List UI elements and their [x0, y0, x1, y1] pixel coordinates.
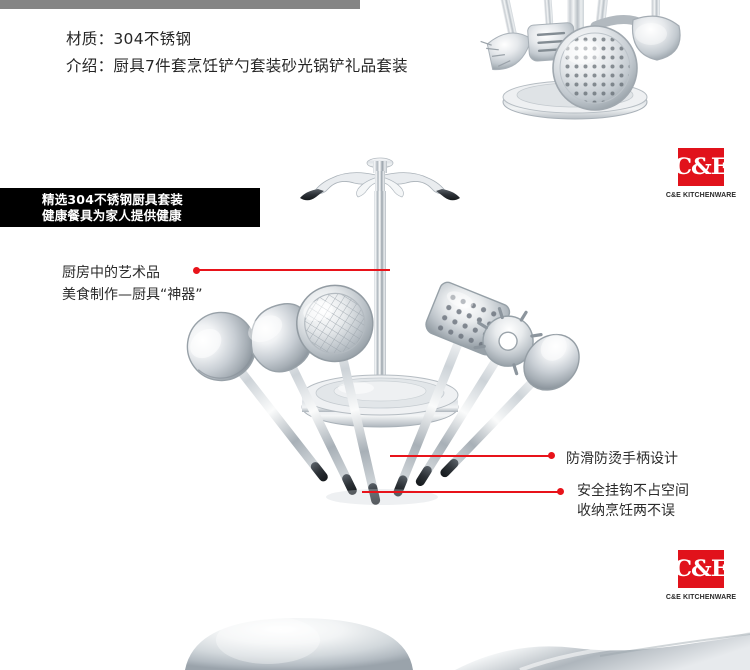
- brand-mark-icon-bottom: C&E: [674, 550, 729, 588]
- brand-mark-text: C&E: [674, 154, 729, 180]
- brand-logo-bottom: C&E C&E KITCHENWARE: [657, 550, 745, 601]
- leader-line-handle: [390, 455, 550, 457]
- brand-caption-bottom: C&E KITCHENWARE: [665, 594, 737, 601]
- stand-base: [301, 374, 459, 428]
- banner-line-2: 健康餐具为家人提供健康: [42, 207, 182, 223]
- leader-dot-hook: [557, 488, 564, 495]
- utensil-mesh-skimmer: [296, 284, 381, 505]
- stand-hooks: [300, 157, 460, 201]
- leader-line-hook: [362, 491, 560, 493]
- brand-mark-icon: C&E: [674, 148, 729, 186]
- leader-line-stand: [197, 269, 390, 271]
- stand-pole: [374, 191, 386, 405]
- brand-mark-text-bottom: C&E: [674, 556, 729, 582]
- utensil-slotted-turner: [393, 281, 511, 497]
- spec-intro-line: 介绍：厨具7件套烹饪铲勺套装砂光锅铲礼品套装: [66, 57, 408, 75]
- annotation-left-line-1: 厨房中的艺术品: [62, 265, 160, 281]
- highlight-banner: 精选304不锈钢厨具套装 健康餐具为家人提供健康: [0, 188, 260, 227]
- product-photo-bottom: [0, 600, 750, 670]
- annotation-hook-line-2: 收纳烹饪两不误: [577, 503, 675, 519]
- banner-line-1: 精选304不锈钢厨具套装: [42, 191, 183, 207]
- brand-logo-top: C&E C&E KITCHENWARE: [657, 148, 745, 199]
- leader-dot-handle: [548, 452, 555, 459]
- utensil-wok-spatula: [248, 303, 357, 495]
- product-spec-block: 材质：304不锈钢 介绍：厨具7件套烹饪铲勺套装砂光锅铲礼品套装: [66, 26, 496, 80]
- annotation-left-text: 厨房中的艺术品 美食制作—厨具“神器”: [62, 262, 282, 306]
- brand-caption: C&E KITCHENWARE: [665, 192, 737, 199]
- top-divider-bar: [0, 0, 360, 9]
- utensil-pasta-server: [415, 307, 543, 487]
- annotation-handle-line-1: 防滑防烫手柄设计: [566, 451, 678, 467]
- spec-material-line: 材质：304不锈钢: [66, 30, 192, 48]
- leader-dot-stand: [193, 267, 200, 274]
- annotation-left-line-2: 美食制作—厨具“神器”: [62, 287, 203, 303]
- product-photo-top: [455, 0, 750, 120]
- annotation-hook-text: 安全挂钩不占空间 收纳烹饪两不误: [577, 481, 689, 521]
- annotation-hook-line-1: 安全挂钩不占空间: [577, 483, 689, 499]
- annotation-handle-text: 防滑防烫手柄设计: [566, 449, 678, 469]
- utensil-soup-ladle: [186, 311, 328, 482]
